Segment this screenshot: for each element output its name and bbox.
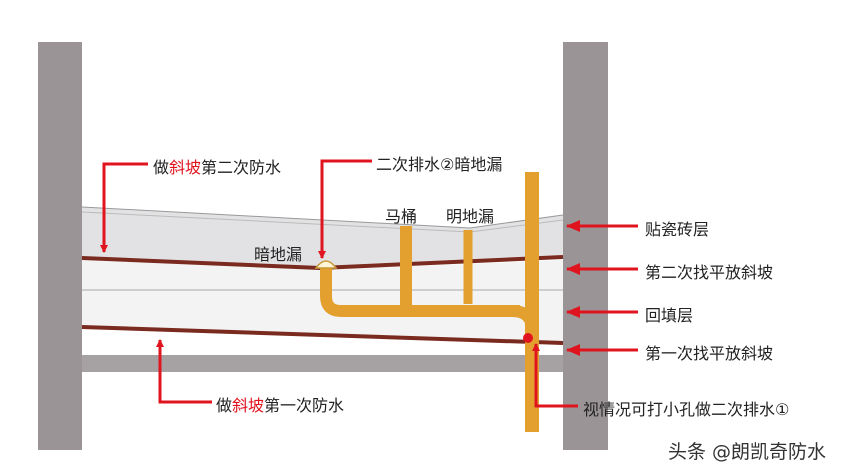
label-first-leveling: 第一次找平放斜坡	[645, 344, 774, 363]
label-hidden-drain: 暗地漏	[254, 245, 303, 264]
drain-pipes	[320, 172, 539, 432]
right-wall	[563, 42, 608, 450]
small-hole-dot	[523, 333, 533, 343]
label-open-drain: 明地漏	[446, 207, 495, 226]
text-highlight: 斜坡	[169, 158, 202, 177]
text: 第二次防水	[201, 158, 282, 177]
label-small-hole: 视情况可打小孔做二次排水①	[583, 400, 790, 419]
text: 做	[153, 158, 170, 177]
label-toilet: 马桶	[385, 207, 418, 226]
floor-slab	[82, 355, 563, 372]
arrow-slope-first	[156, 339, 212, 404]
left-wall	[38, 42, 82, 450]
arrow-slope-second	[100, 162, 148, 253]
arrow-small-hole	[532, 343, 578, 408]
first-waterproof-membrane	[81, 325, 564, 345]
arrow-hidden-drain	[318, 159, 372, 259]
text: 第一次防水	[264, 396, 345, 415]
label-slope-first-waterproof: 做斜坡第一次防水	[216, 392, 344, 416]
label-slope-second-waterproof: 做斜坡第二次防水	[153, 154, 281, 178]
text: 做	[216, 396, 233, 415]
label-tile-layer: 贴瓷砖层	[645, 220, 710, 239]
text-highlight: 斜坡	[232, 396, 265, 415]
brand-watermark: 头条 @朗凯奇防水	[668, 441, 827, 463]
label-second-leveling: 第二次找平放斜坡	[645, 263, 774, 282]
hidden-drain-cap	[314, 260, 338, 269]
label-secondary-drain: 二次排水②暗地漏	[376, 155, 503, 174]
label-backfill: 回填层	[645, 306, 694, 325]
